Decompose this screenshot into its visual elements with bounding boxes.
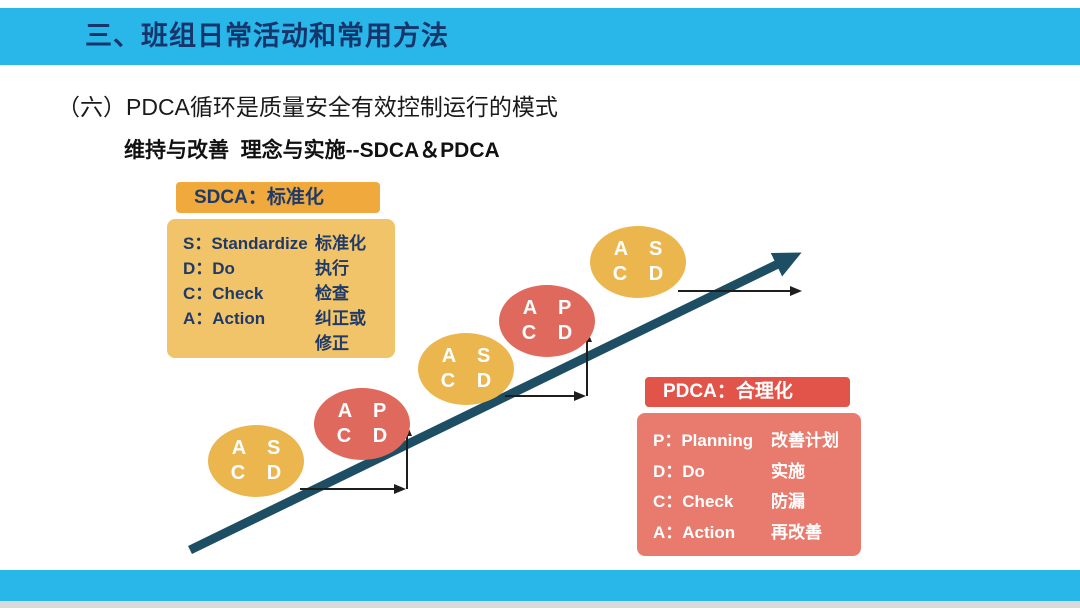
pdca-item-label: P：Planning <box>653 430 754 450</box>
sdca-item-label: D：Do <box>183 259 235 278</box>
cycle-badge-sdca-3: A S C D <box>590 226 686 298</box>
cycle-badge-row: C D <box>230 462 282 484</box>
cycle-badge-row: C D <box>612 263 664 285</box>
section-subheading: 维持与改善 理念与实施--SDCA＆PDCA <box>124 139 500 162</box>
pdca-detail-box: P：Planning 改善计划 D：Do 实施 C：Check 防漏 A：Act… <box>637 413 861 556</box>
pdca-item-cn: 实施 <box>771 461 805 481</box>
sdca-item-cn: 标准化 <box>315 234 366 253</box>
pdca-item-row: C：Check 防漏 <box>653 487 845 512</box>
cycle-badge-row: A P <box>337 400 387 422</box>
pdca-item-row: A：Action 再改善 <box>653 518 845 543</box>
footer-strip <box>0 601 1080 608</box>
cycle-badge-row: C D <box>336 425 388 447</box>
pdca-item-row: D：Do 实施 <box>653 457 845 482</box>
sdca-item-cn: 纠正或修正 <box>315 309 366 353</box>
sdca-item-label: C：Check <box>183 284 264 303</box>
footer-bar <box>0 570 1080 601</box>
sdca-item-row: C：Check 检查 <box>183 279 379 304</box>
sdca-item-label: A：Action <box>183 309 266 328</box>
cycle-badge-sdca-1: A S C D <box>208 425 304 497</box>
header-bar: 三、班组日常活动和常用方法 <box>0 8 1080 65</box>
sdca-item-cn: 执行 <box>315 259 349 278</box>
pdca-item-label: C：Check <box>653 492 734 512</box>
pdca-item-row: P：Planning 改善计划 <box>653 426 845 451</box>
sdca-item-row: D：Do 执行 <box>183 254 379 279</box>
cycle-badge-row: C D <box>521 322 573 344</box>
cycle-badge-row: A S <box>613 238 663 260</box>
sdca-detail-box: S：Standardize 标准化 D：Do 执行 C：Check 检查 A：A… <box>167 219 395 358</box>
cycle-badge-pdca-2: A P C D <box>499 285 595 357</box>
pdca-item-cn: 改善计划 <box>771 430 839 450</box>
cycle-badge-sdca-2: A S C D <box>418 333 514 405</box>
sdca-item-row: A：Action 纠正或修正 <box>183 304 379 354</box>
cycle-badge-row: C D <box>440 370 492 392</box>
pdca-item-cn: 再改善 <box>771 523 822 543</box>
pdca-item-label: D：Do <box>653 461 705 481</box>
pdca-item-cn: 防漏 <box>771 492 805 512</box>
cycle-badge-row: A P <box>522 297 572 319</box>
pdca-title-box: PDCA：合理化 <box>645 377 850 407</box>
sdca-item-cn: 检查 <box>315 284 349 303</box>
sdca-item-row: S：Standardize 标准化 <box>183 229 379 254</box>
sdca-item-label: S：Standardize <box>183 234 308 253</box>
pdca-item-label: A：Action <box>653 523 736 543</box>
section-heading: （六）PDCA循环是质量安全有效控制运行的模式 <box>57 94 558 120</box>
cycle-badge-row: A S <box>231 437 281 459</box>
cycle-badge-pdca-1: A P C D <box>314 388 410 460</box>
sdca-title-box: SDCA：标准化 <box>176 182 380 213</box>
cycle-badge-row: A S <box>441 345 491 367</box>
page-title: 三、班组日常活动和常用方法 <box>85 21 449 51</box>
